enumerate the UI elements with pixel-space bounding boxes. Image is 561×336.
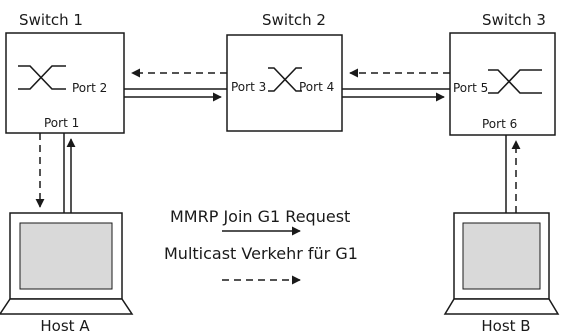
link-switch1-switch2 — [124, 68, 227, 102]
switch-1-label: Switch 1 — [19, 11, 83, 29]
switch-3-port-6: Port 6 — [482, 117, 517, 131]
legend-multicast-label: Multicast Verkehr für G1 — [164, 244, 358, 263]
switch-2-box — [226, 34, 343, 132]
legend: MMRP Join G1 Request Multicast Verkehr f… — [164, 207, 358, 285]
host-a-label: Host A — [40, 317, 90, 335]
link-switch3-hostb — [505, 135, 521, 213]
host-b: Host B — [443, 212, 560, 335]
host-a-keyboard — [0, 298, 134, 315]
switch-2-label: Switch 2 — [262, 11, 326, 29]
switch-icon — [488, 69, 542, 94]
link-switch2-switch3 — [342, 68, 450, 102]
switch-icon — [18, 65, 66, 90]
host-b-keyboard — [443, 298, 560, 315]
switch-1-port-1: Port 1 — [44, 116, 79, 130]
switch-1: Switch 1 Port 2 Port 1 — [5, 11, 125, 134]
switch-3-label: Switch 3 — [482, 11, 546, 29]
switch-3-port-5: Port 5 — [453, 81, 488, 95]
switch-2: Switch 2 Port 3 Port 4 — [226, 11, 343, 132]
switch-3: Switch 3 Port 5 Port 6 — [449, 11, 556, 136]
host-a: Host A — [0, 212, 134, 335]
host-b-label: Host B — [481, 317, 530, 335]
switch-2-port-4: Port 4 — [299, 80, 334, 94]
legend-join-request-label: MMRP Join G1 Request — [170, 207, 350, 226]
switch-icon — [268, 67, 302, 92]
switch-3-box — [449, 32, 556, 136]
switch-1-port-2: Port 2 — [72, 81, 107, 95]
host-a-screen — [19, 222, 113, 290]
link-switch1-hosta — [35, 133, 76, 213]
switch-2-port-3: Port 3 — [231, 80, 266, 94]
switch-1-box — [5, 32, 125, 134]
host-b-screen — [462, 222, 541, 290]
